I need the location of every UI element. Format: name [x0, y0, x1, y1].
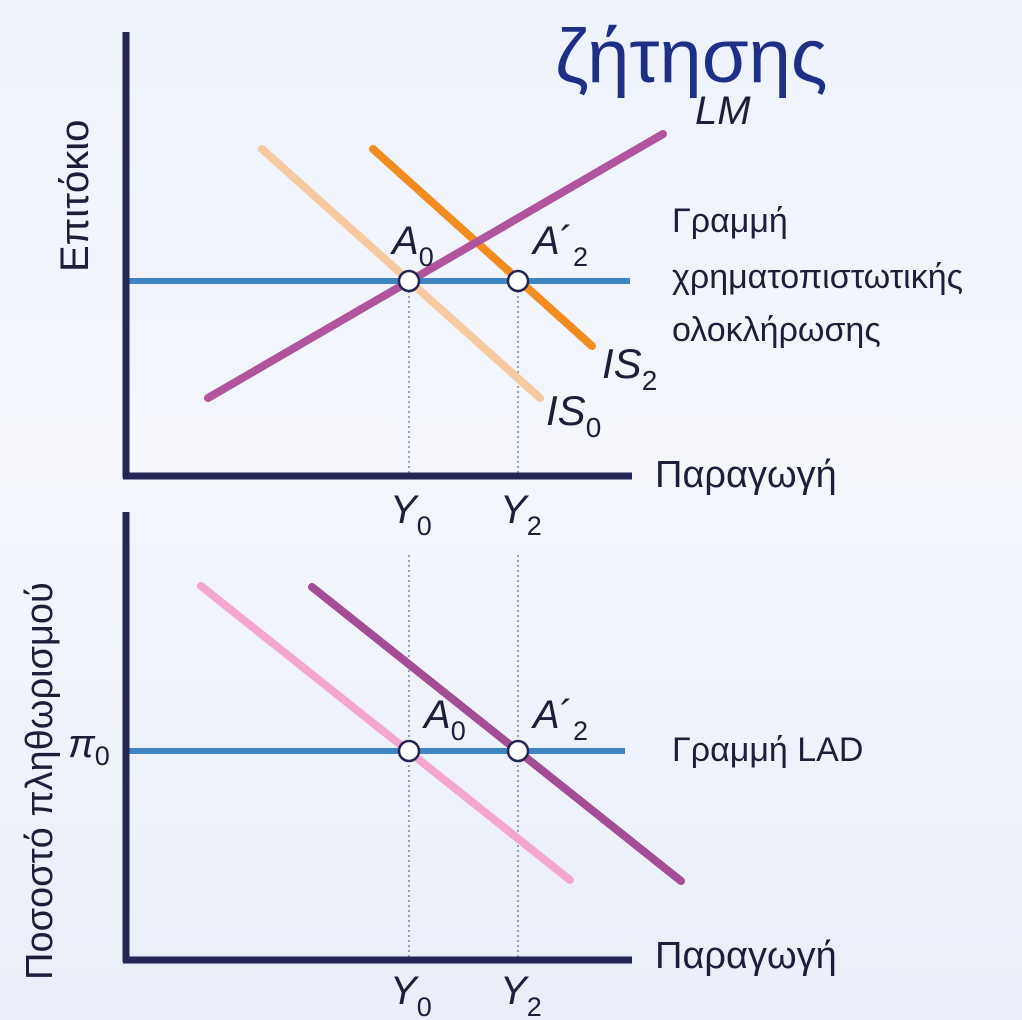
financial-line-label: Γραμμή χρηματοπιστωτικής ολοκλήρωσης [672, 202, 972, 349]
point-a0-top [397, 269, 421, 293]
top-tick-y2: Y2 [500, 488, 542, 541]
is0-label: IS0 [546, 387, 601, 443]
bottom-panel: Ποσοστό πληθωρισμού π0 Γραμμή LAD Παραγω… [19, 512, 863, 1020]
bottom-tick-y0: Y0 [390, 969, 432, 1020]
bottom-y-tick-pi0: π0 [68, 722, 110, 771]
point-a0-bottom-label: A0 [422, 693, 466, 746]
bottom-y-axis-label: Ποσοστό πληθωρισμού [19, 582, 61, 980]
top-panel: Επιτόκιο Παραγωγή LM IS2 IS0 Γραμμή χρημ… [53, 32, 972, 541]
point-a2-top [506, 269, 530, 293]
is2-label: IS2 [602, 340, 657, 396]
point-a2-bottom [506, 739, 530, 763]
lad-line-label: Γραμμή LAD [672, 731, 863, 769]
lm-curve [204, 130, 667, 402]
point-a0-bottom [397, 739, 421, 763]
point-a2-top-label: A´2 [531, 219, 588, 272]
point-a0-top-label: A0 [390, 219, 434, 272]
bottom-x-axis-label: Παραγωγή [655, 935, 837, 977]
top-x-axis-label: Παραγωγή [655, 454, 837, 496]
top-y-axis-label: Επιτόκιο [53, 120, 97, 272]
ad0-curve [197, 582, 574, 884]
ad2-curve [308, 583, 685, 885]
bottom-tick-y2: Y2 [500, 969, 542, 1020]
top-tick-y0: Y0 [390, 488, 432, 541]
point-a2-bottom-label: A´2 [531, 693, 588, 746]
is2-curve [369, 145, 596, 350]
page-title: ζήτησης [555, 14, 828, 99]
lm-label: LM [695, 89, 751, 133]
